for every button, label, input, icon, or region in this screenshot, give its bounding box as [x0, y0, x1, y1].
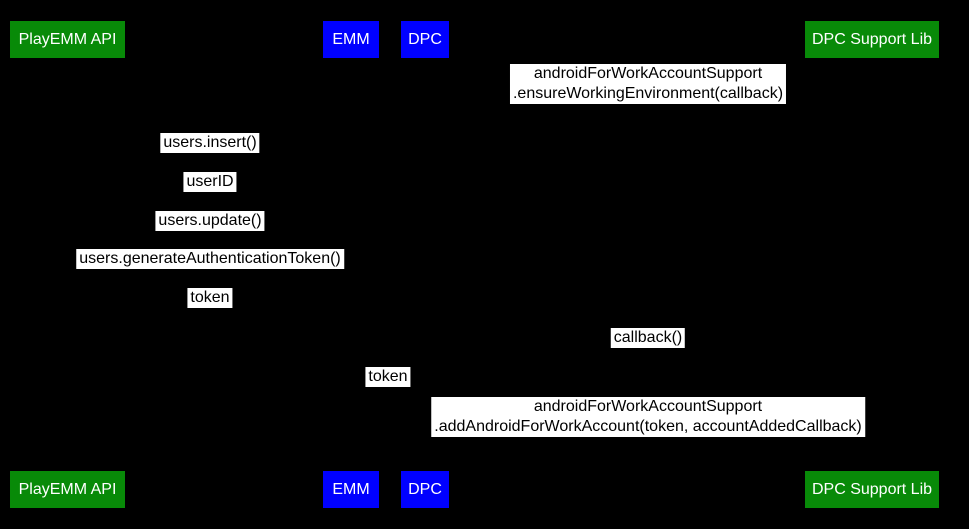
message-token-pass: token [365, 367, 411, 387]
actor-label: EMM [332, 30, 370, 48]
actor-label: DPC Support Lib [811, 30, 933, 48]
message-userid: userID [183, 172, 237, 192]
actor-label: DPC [408, 480, 442, 498]
actor-dpc-bottom: DPC [401, 471, 449, 508]
actor-label: DPC Support Lib [811, 480, 933, 498]
actor-label: DPC [408, 30, 442, 48]
actor-dpc-support-lib-top: DPC Support Lib [805, 21, 939, 58]
actor-label: PlayEMM API [18, 480, 117, 498]
actor-label: EMM [332, 480, 370, 498]
message-line: androidForWorkAccountSupport [533, 65, 763, 82]
message-ensure-working-environment: androidForWorkAccountSupport .ensureWork… [509, 64, 787, 104]
actor-playemm-api-top: PlayEMM API [10, 21, 125, 58]
message-token-return: token [187, 288, 233, 308]
message-line: .addAndroidForWorkAccount(token, account… [434, 418, 862, 435]
message-users-insert: users.insert() [160, 133, 260, 153]
actor-playemm-api-bottom: PlayEMM API [10, 471, 125, 508]
actor-label: PlayEMM API [18, 30, 117, 48]
actor-dpc-support-lib-bottom: DPC Support Lib [805, 471, 939, 508]
actor-emm-bottom: EMM [323, 471, 379, 508]
actor-emm-top: EMM [323, 21, 379, 58]
message-users-update: users.update() [155, 211, 265, 231]
message-line: .ensureWorkingEnvironment(callback) [512, 85, 784, 102]
message-add-android-for-work-account: androidForWorkAccountSupport .addAndroid… [431, 397, 865, 437]
actor-dpc-top: DPC [401, 21, 449, 58]
message-line: androidForWorkAccountSupport [533, 398, 763, 415]
message-generate-authentication-token: users.generateAuthenticationToken() [76, 249, 344, 269]
message-callback: callback() [610, 328, 686, 348]
